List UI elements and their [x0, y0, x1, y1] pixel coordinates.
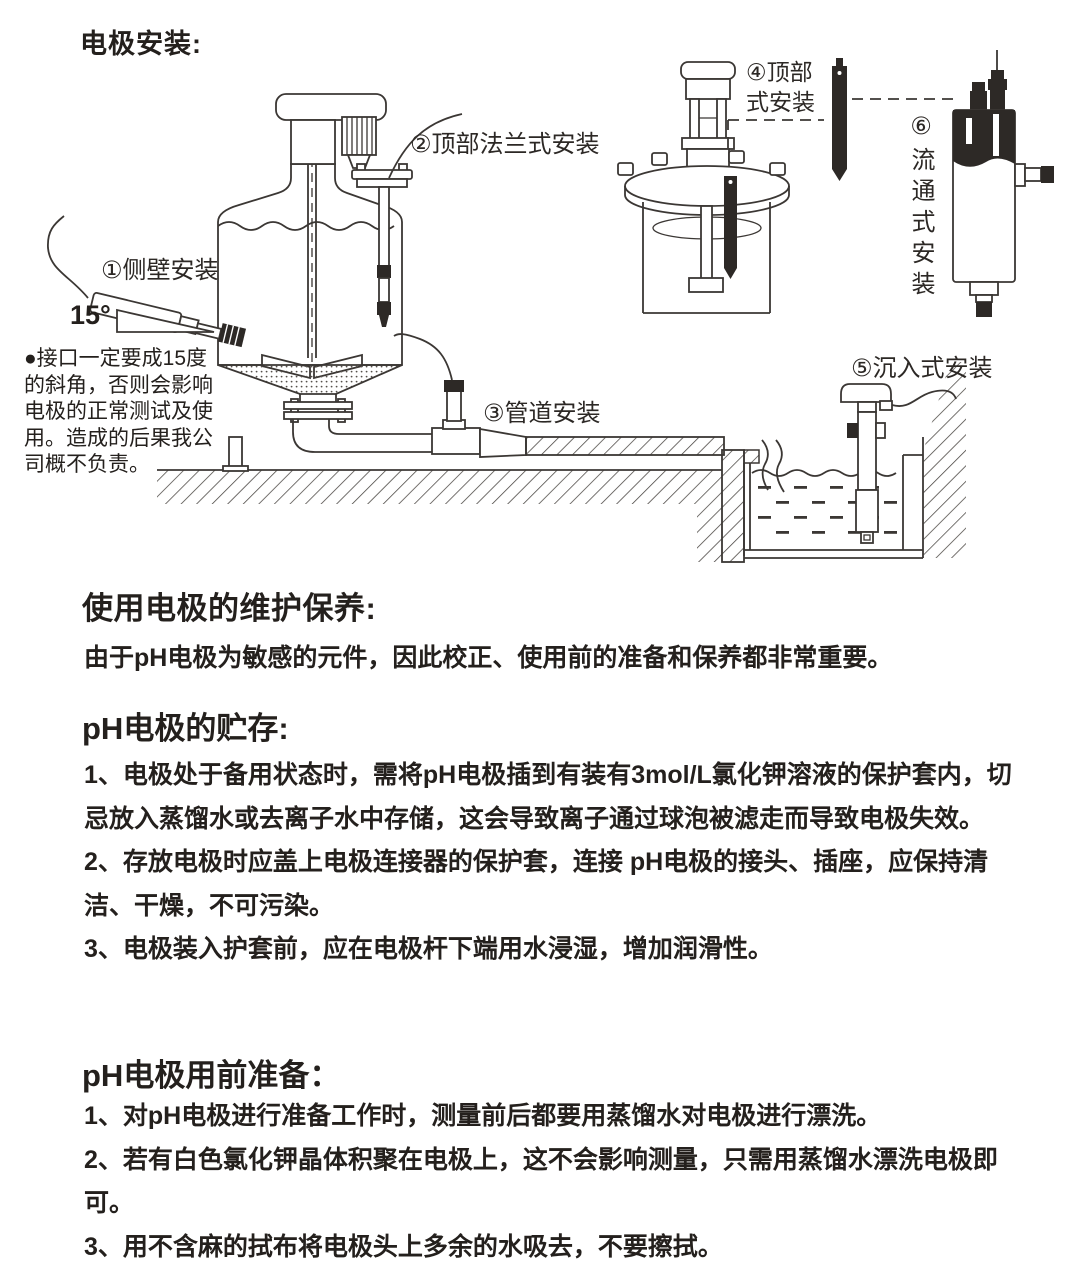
label-angle-15deg: 15° — [70, 300, 111, 330]
label-top-mount-line2: 式安装 — [746, 89, 815, 115]
section-storage-heading: pH电极的贮存: — [82, 711, 289, 746]
storage-item-2: 2、存放电极时应盖上电极连接器的保护套，连接 pH电极的接头、插座，应保持清洁、… — [84, 848, 989, 920]
submersion-electrode — [840, 383, 957, 544]
section-preparation-heading: pH电极用前准备： — [82, 1058, 341, 1093]
label-pipe-mount: ③管道安装 — [483, 400, 601, 427]
electrode-probe — [727, 58, 958, 181]
warning-note: ●接口一定要成15度 的斜角，否则会影响 电极的正常测试及使 用。造成的后果我公… — [24, 347, 213, 476]
flow-cell — [952, 50, 1054, 317]
top-mount-vessel — [617, 61, 790, 314]
installation-diagram — [47, 50, 1054, 563]
section-storage-body: 1、电极处于备用状态时，需将pH电极插到有装有3mol/L氯化钾溶液的保护套内，… — [84, 754, 1034, 972]
label-top-mount-line1: ④顶部 — [746, 59, 813, 85]
label-side-wall-mount: ①侧壁安装 — [101, 257, 219, 284]
side-wall-electrode — [47, 215, 247, 348]
page-title: 电极安装: — [80, 29, 202, 59]
storage-item-3: 3、电极装入护套前，应在电极杆下端用水浸湿，增加润滑性。 — [84, 935, 773, 963]
pipe-electrode — [393, 333, 725, 458]
label-top-mount: ④顶部 式安装 — [746, 57, 815, 117]
preparation-item-2: 2、若有白色氯化钾晶体积聚在电极上，这不会影响测量，只需用蒸馏水漂洗电极即可。 — [84, 1145, 998, 1218]
label-flow-through-mount: ⑥流通式安装 — [907, 112, 934, 302]
label-top-flange-mount: ②顶部法兰式安装 — [410, 131, 600, 158]
preparation-item-3: 3、用不含麻的拭布将电极头上多余的水吸去，不要擦拭。 — [84, 1232, 723, 1261]
stirred-tank — [217, 93, 434, 472]
section-maintenance-body: 由于pH电极为敏感的元件，因此校正、使用前的准备和保养都非常重要。 — [84, 637, 1034, 681]
section-maintenance-heading: 使用电极的维护保养: — [82, 591, 377, 626]
top-flange-electrode — [351, 113, 463, 327]
ground-hatch — [157, 469, 722, 562]
storage-item-1: 1、电极处于备用状态时，需将pH电极插到有装有3mol/L氯化钾溶液的保护套内，… — [84, 761, 1012, 833]
maintenance-paragraph: 由于pH电极为敏感的元件，因此校正、使用前的准备和保养都非常重要。 — [84, 644, 893, 672]
section-preparation-body: 1、对pH电极进行准备工作时，测量前后都要用蒸馏水对电极进行漂洗。 2、若有白色… — [84, 1095, 1034, 1269]
label-submersion-mount: ⑤沉入式安装 — [851, 355, 993, 382]
preparation-item-1: 1、对pH电极进行准备工作时，测量前后都要用蒸馏水对电极进行漂洗。 — [84, 1102, 882, 1130]
